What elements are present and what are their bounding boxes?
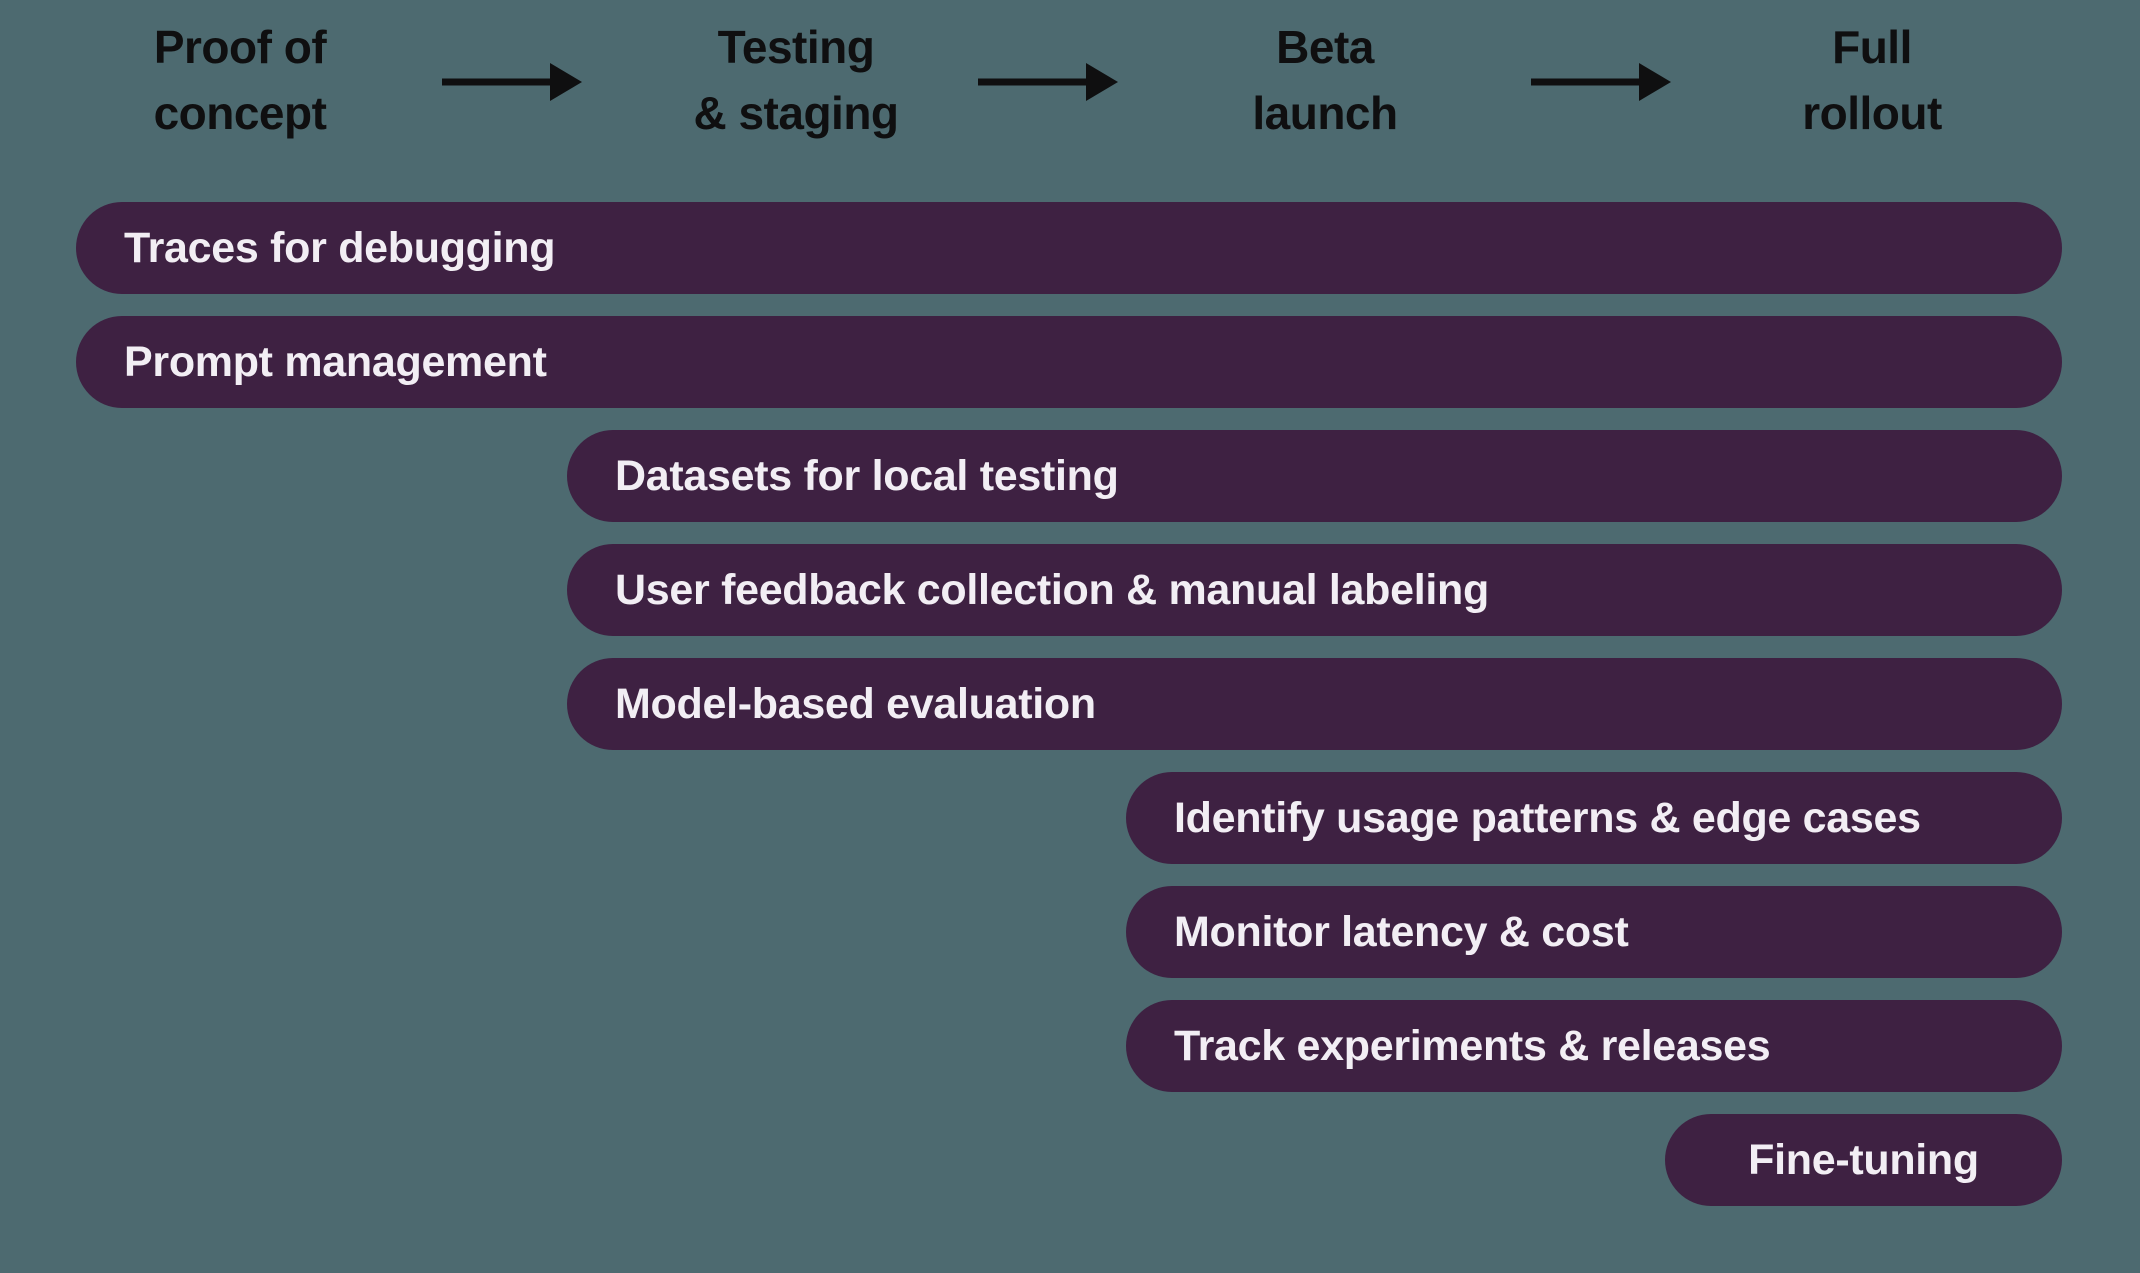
stage-label-line: Proof of: [153, 21, 327, 73]
bar-label: Track experiments & releases: [1174, 1021, 1771, 1070]
stage-label-line: Full: [1832, 21, 1912, 73]
gantt-bar-fine-tuning: Fine-tuning: [1665, 1114, 2062, 1206]
gantt-bar-track-experiments-releases: Track experiments & releases: [1126, 1000, 2062, 1092]
bar-label: Model-based evaluation: [615, 679, 1096, 728]
gantt-bar-user-feedback-collection: User feedback collection & manual labeli…: [567, 544, 2062, 636]
stage-label-beta-launch: Beta launch: [1085, 14, 1565, 146]
stage-label-line: rollout: [1802, 87, 1942, 139]
bar-label: Fine-tuning: [1748, 1135, 1979, 1184]
right-arrow-icon: [978, 63, 1118, 101]
stage-label-line: Testing: [717, 21, 875, 73]
stage-label-full-rollout: Full rollout: [1632, 14, 2112, 146]
gantt-bar-datasets-for-local-testing: Datasets for local testing: [567, 430, 2062, 522]
stage-label-proof-of-concept: Proof of concept: [0, 14, 480, 146]
gantt-bar-prompt-management: Prompt management: [76, 316, 2062, 408]
stage-label-testing-staging: Testing & staging: [556, 14, 1036, 146]
gantt-bar-identify-usage-patterns: Identify usage patterns & edge cases: [1126, 772, 2062, 864]
gantt-bar-traces-for-debugging: Traces for debugging: [76, 202, 2062, 294]
bar-label: Prompt management: [124, 337, 547, 386]
stage-label-line: & staging: [693, 87, 899, 139]
bar-label: Identify usage patterns & edge cases: [1174, 793, 1921, 842]
stage-label-line: Beta: [1276, 21, 1374, 73]
stage-label-line: launch: [1252, 87, 1398, 139]
right-arrow-icon: [1531, 63, 1671, 101]
gantt-bar-model-based-evaluation: Model-based evaluation: [567, 658, 2062, 750]
bar-label: Traces for debugging: [124, 223, 556, 272]
right-arrow-icon: [442, 63, 582, 101]
stage-label-line: concept: [153, 87, 327, 139]
gantt-bar-monitor-latency-cost: Monitor latency & cost: [1126, 886, 2062, 978]
bar-label: Datasets for local testing: [615, 451, 1119, 500]
bar-label: Monitor latency & cost: [1174, 907, 1629, 956]
bar-label: User feedback collection & manual labeli…: [615, 565, 1489, 614]
